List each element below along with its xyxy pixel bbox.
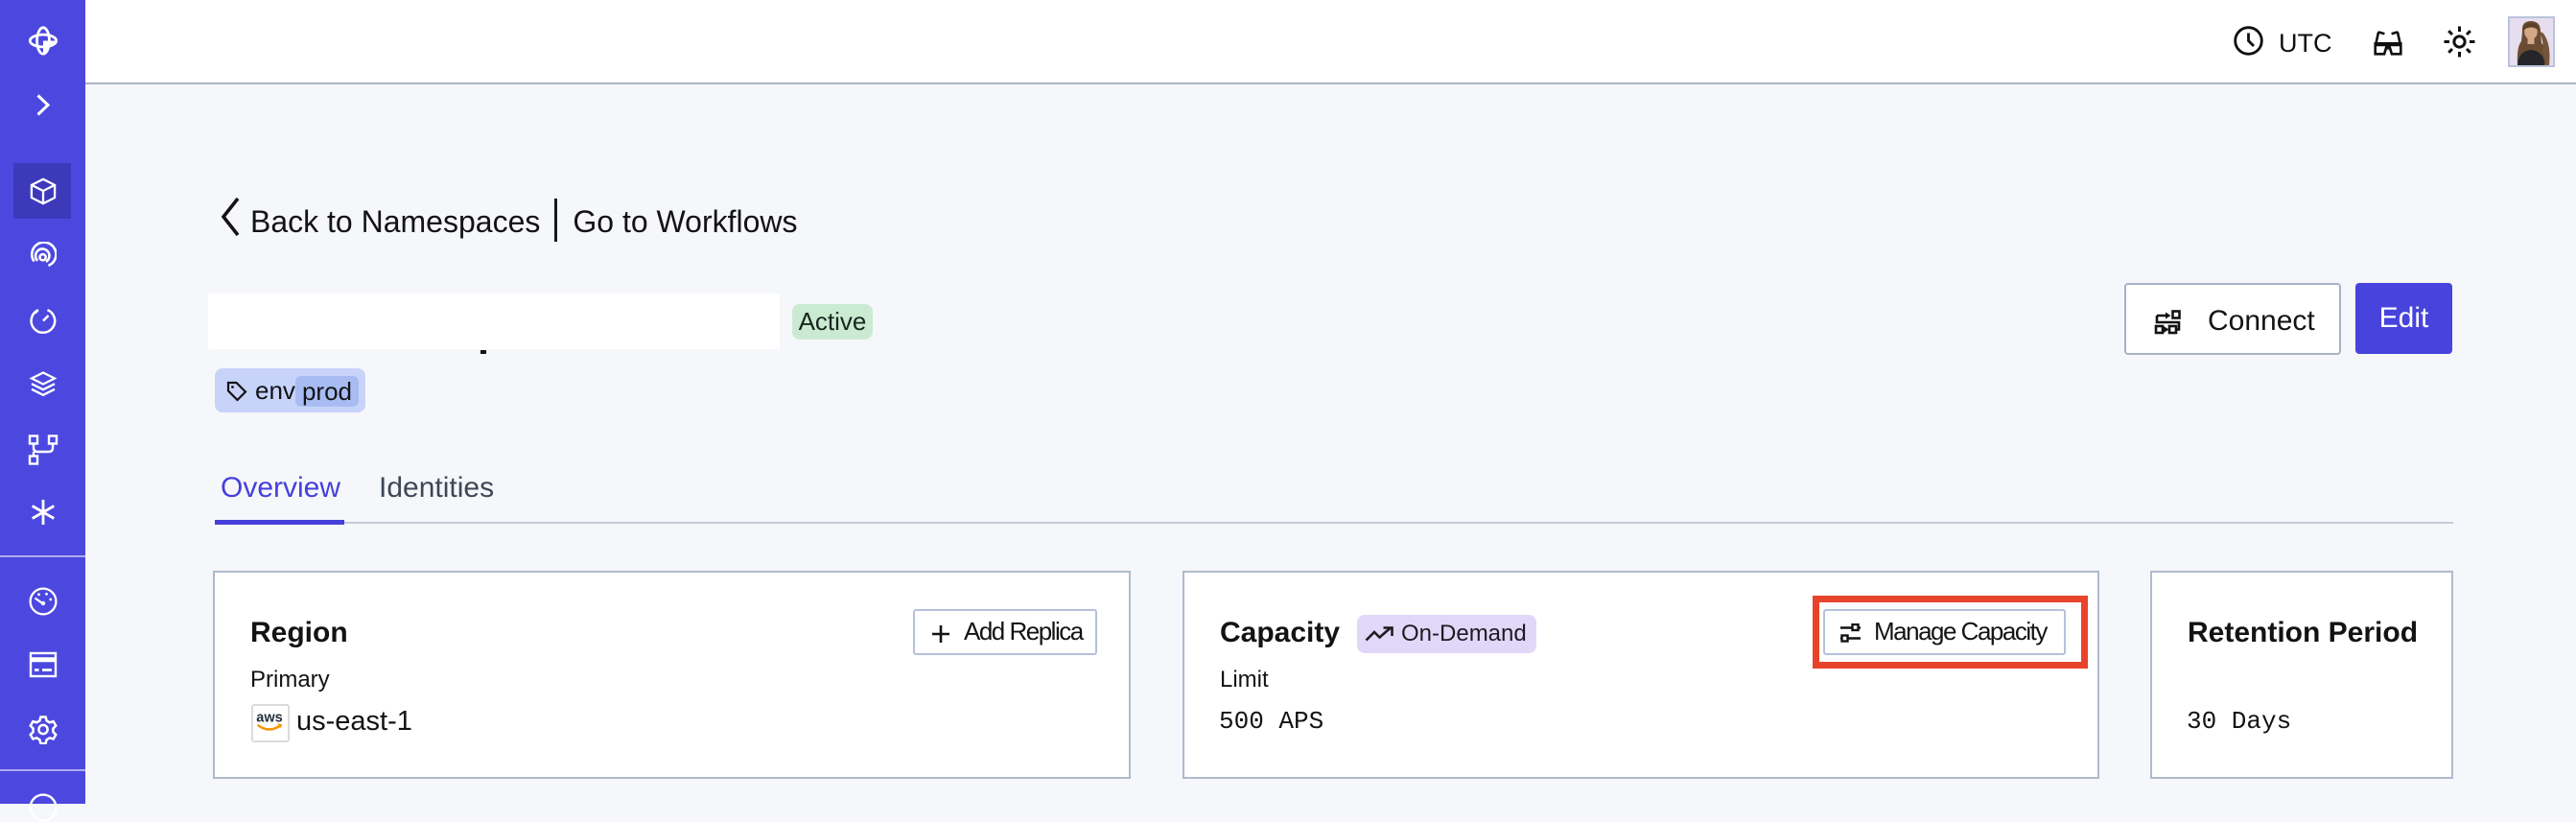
svg-text:aws: aws: [256, 711, 282, 726]
